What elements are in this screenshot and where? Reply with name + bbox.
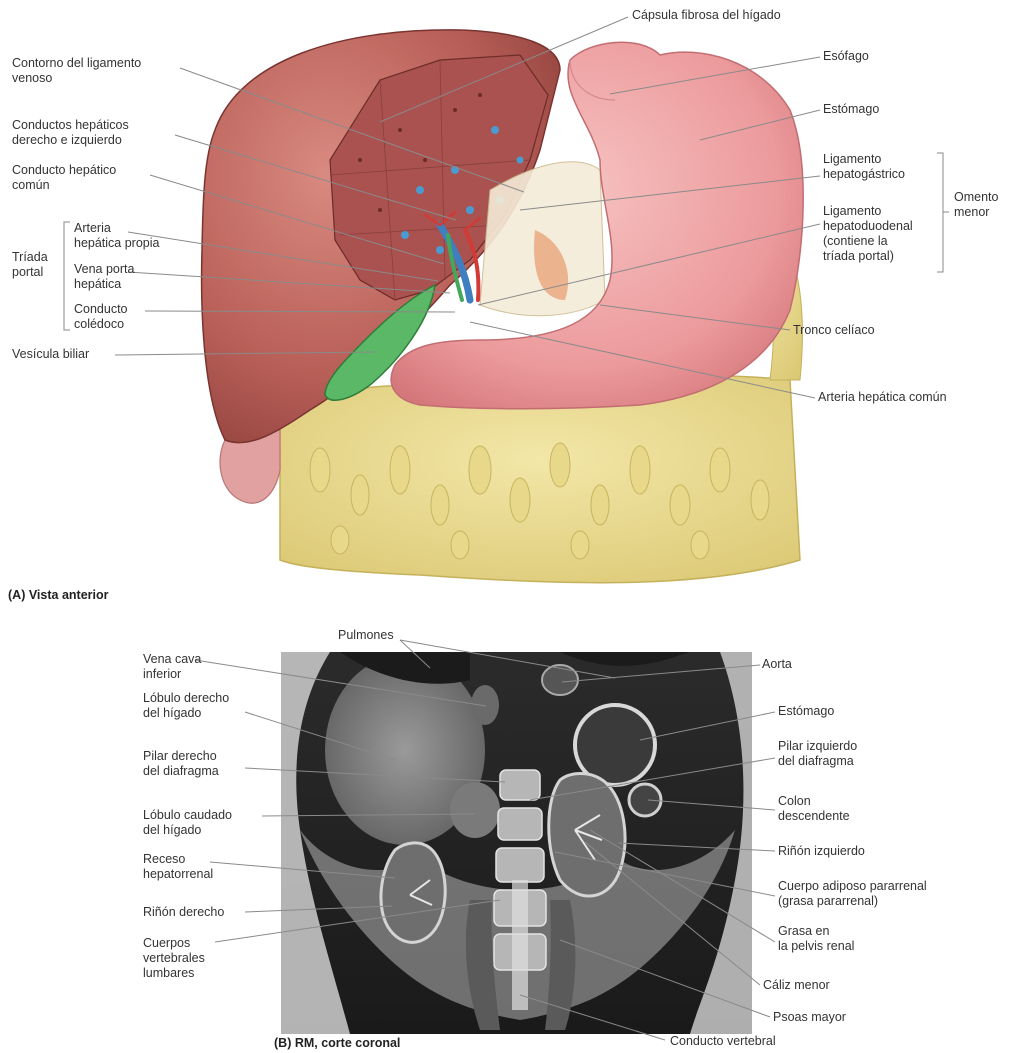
label-cuerpos-vertebrales: Cuerpos vertebrales lumbares (143, 936, 205, 981)
caption-panel-b: (B) RM, corte coronal (274, 1036, 400, 1050)
label-caliz-menor: Cáliz menor (763, 978, 830, 993)
label-conducto-vertebral: Conducto vertebral (670, 1034, 776, 1049)
label-lobulo-derecho: Lóbulo derecho del hígado (143, 691, 229, 721)
label-conducto-hepatico-comun: Conducto hepático común (12, 163, 116, 193)
label-ligamento-hepatogastrico: Ligamento hepatogástrico (823, 152, 905, 182)
caption-panel-a: (A) Vista anterior (8, 588, 109, 602)
label-esofago: Esófago (823, 49, 869, 64)
label-triada-portal: Tríada portal (12, 250, 48, 280)
label-tronco-celiaco: Tronco celíaco (793, 323, 875, 338)
label-rinon-derecho: Riñón derecho (143, 905, 224, 920)
label-colon-descendente: Colon descendente (778, 794, 850, 824)
label-conducto-coledoco: Conducto colédoco (74, 302, 128, 332)
label-cuerpo-adiposo-pararrenal: Cuerpo adiposo pararrenal (grasa pararre… (778, 879, 927, 909)
label-arteria-hepatica-propia: Arteria hepática propia (74, 221, 159, 251)
label-conductos-hepaticos: Conductos hepáticos derecho e izquierdo (12, 118, 129, 148)
label-grasa-pelvis-renal: Grasa en la pelvis renal (778, 924, 854, 954)
label-estomago-a: Estómago (823, 102, 879, 117)
label-arteria-hepatica-comun: Arteria hepática común (818, 390, 947, 405)
label-estomago-b: Estómago (778, 704, 834, 719)
label-pilar-izquierdo: Pilar izquierdo del diafragma (778, 739, 857, 769)
panel-a-illustration (202, 30, 804, 583)
label-receso-hepatorrenal: Receso hepatorrenal (143, 852, 213, 882)
label-pilar-derecho: Pilar derecho del diafragma (143, 749, 219, 779)
label-omento-menor: Omento menor (954, 190, 998, 220)
label-vena-porta: Vena porta hepática (74, 262, 134, 292)
label-psoas-mayor: Psoas mayor (773, 1010, 846, 1025)
label-capsula-fibrosa: Cápsula fibrosa del hígado (632, 8, 781, 23)
label-pulmones: Pulmones (338, 628, 394, 643)
label-ligamento-hepatoduodenal: Ligamento hepatoduodenal (contiene la tr… (823, 204, 913, 264)
label-vena-cava-inferior: Vena cava inferior (143, 652, 201, 682)
label-lobulo-caudado: Lóbulo caudado del hígado (143, 808, 232, 838)
panel-b-mri (281, 652, 752, 1034)
label-vesicula-biliar: Vesícula biliar (12, 347, 89, 362)
label-rinon-izquierdo: Riñón izquierdo (778, 844, 865, 859)
label-contorno-ligamento-venoso: Contorno del ligamento venoso (12, 56, 141, 86)
label-aorta: Aorta (762, 657, 792, 672)
